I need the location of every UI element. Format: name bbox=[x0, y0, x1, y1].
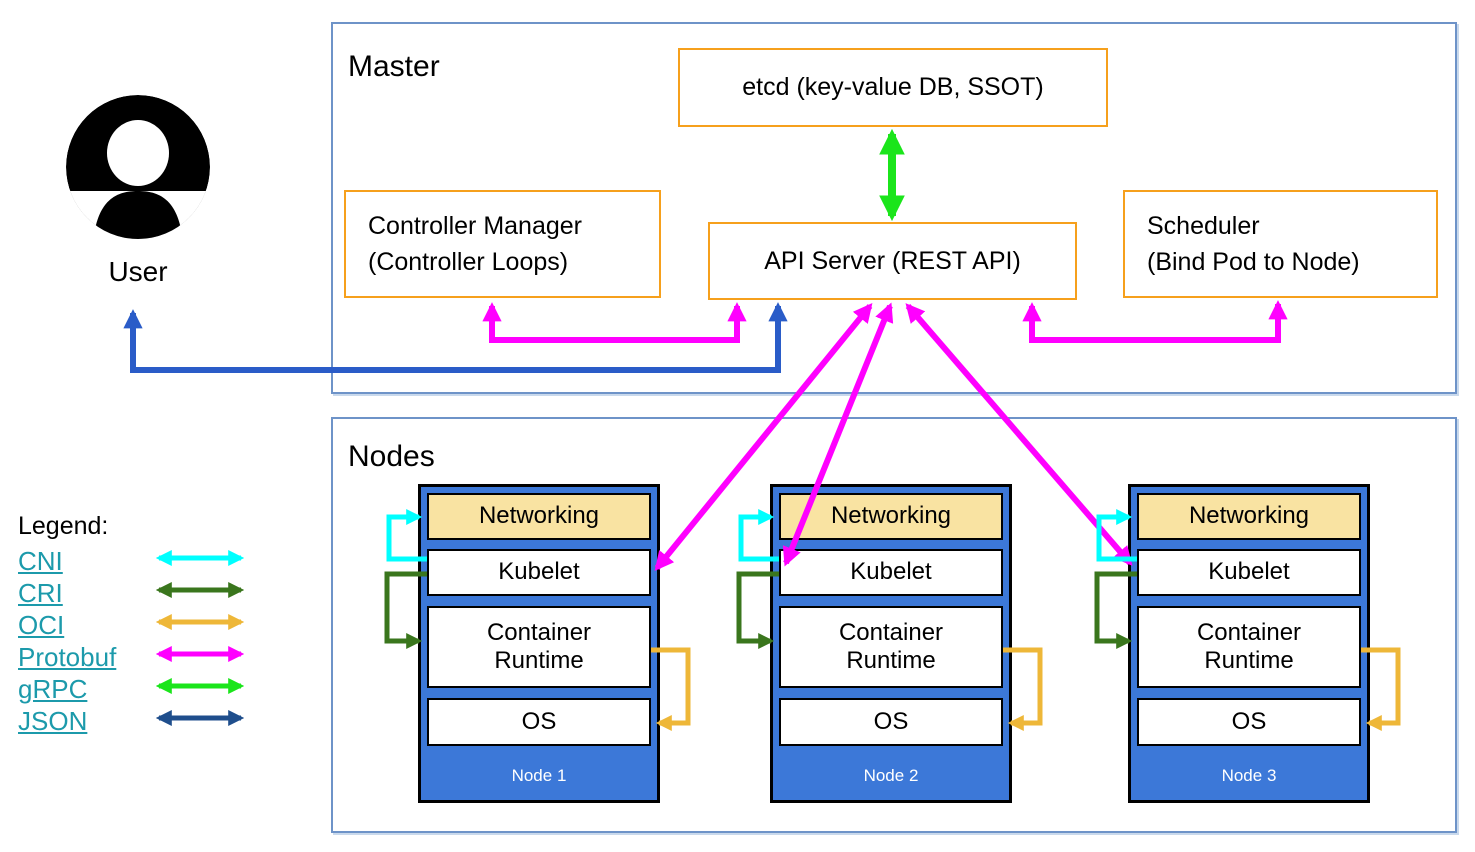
legend-link-grpc[interactable]: gRPC bbox=[18, 674, 88, 704]
node2-name: Node 2 bbox=[863, 766, 919, 785]
user-icon bbox=[66, 95, 210, 239]
node1-name: Node 1 bbox=[511, 766, 567, 785]
legend-cri-arrow bbox=[155, 581, 245, 599]
nodes-label: Nodes bbox=[348, 440, 435, 473]
master-frame bbox=[331, 22, 1457, 394]
node2-os-layer: OS bbox=[779, 698, 1003, 746]
node3-networking-layer: Networking bbox=[1137, 493, 1361, 540]
legend-link-oci[interactable]: OCI bbox=[18, 610, 65, 640]
node2-networking-layer: Networking bbox=[779, 493, 1003, 540]
node-3: Networking Kubelet Container Runtime OS … bbox=[1128, 484, 1370, 803]
node1-kubelet-layer: Kubelet bbox=[427, 549, 651, 596]
controller-manager-title: Controller Manager bbox=[368, 211, 582, 240]
nodes-frame bbox=[331, 417, 1457, 833]
node-2: Networking Kubelet Container Runtime OS … bbox=[770, 484, 1012, 803]
api-server-box: API Server (REST API) bbox=[708, 222, 1077, 300]
controller-manager-subtitle: (Controller Loops) bbox=[368, 248, 569, 276]
user-label: User bbox=[108, 256, 168, 287]
node3-kubelet-layer: Kubelet bbox=[1137, 549, 1361, 596]
etcd-box: etcd (key-value DB, SSOT) bbox=[678, 48, 1108, 127]
node2-container-runtime-layer: Container Runtime bbox=[779, 606, 1003, 688]
legend-link-json[interactable]: JSON bbox=[18, 706, 88, 736]
controller-manager-box: Controller Manager (Controller Loops) bbox=[344, 190, 661, 298]
legend-json-arrow bbox=[155, 709, 245, 727]
legend-link-cni[interactable]: CNI bbox=[18, 546, 63, 576]
scheduler-box: Scheduler (Bind Pod to Node) bbox=[1123, 190, 1438, 298]
node3-name: Node 3 bbox=[1221, 766, 1277, 785]
scheduler-subtitle: (Bind Pod to Node) bbox=[1147, 248, 1360, 276]
node3-os-layer: OS bbox=[1137, 698, 1361, 746]
legend-link-cri[interactable]: CRI bbox=[18, 578, 63, 608]
node1-container-runtime-layer: Container Runtime bbox=[427, 606, 651, 688]
legend-protobuf-arrow bbox=[155, 645, 245, 663]
legend-link-protobuf[interactable]: Protobuf bbox=[18, 642, 117, 672]
node1-os-layer: OS bbox=[427, 698, 651, 746]
node3-container-runtime-layer: Container Runtime bbox=[1137, 606, 1361, 688]
node2-kubelet-layer: Kubelet bbox=[779, 549, 1003, 596]
scheduler-title: Scheduler bbox=[1147, 211, 1260, 240]
master-label: Master bbox=[348, 50, 440, 83]
legend-grpc-arrow bbox=[155, 677, 245, 695]
legend-cni-arrow bbox=[155, 549, 245, 567]
node-1: Networking Kubelet Container Runtime OS … bbox=[418, 484, 660, 803]
legend-oci-arrow bbox=[155, 613, 245, 631]
node1-networking-layer: Networking bbox=[427, 493, 651, 540]
legend-title: Legend: bbox=[18, 512, 109, 540]
